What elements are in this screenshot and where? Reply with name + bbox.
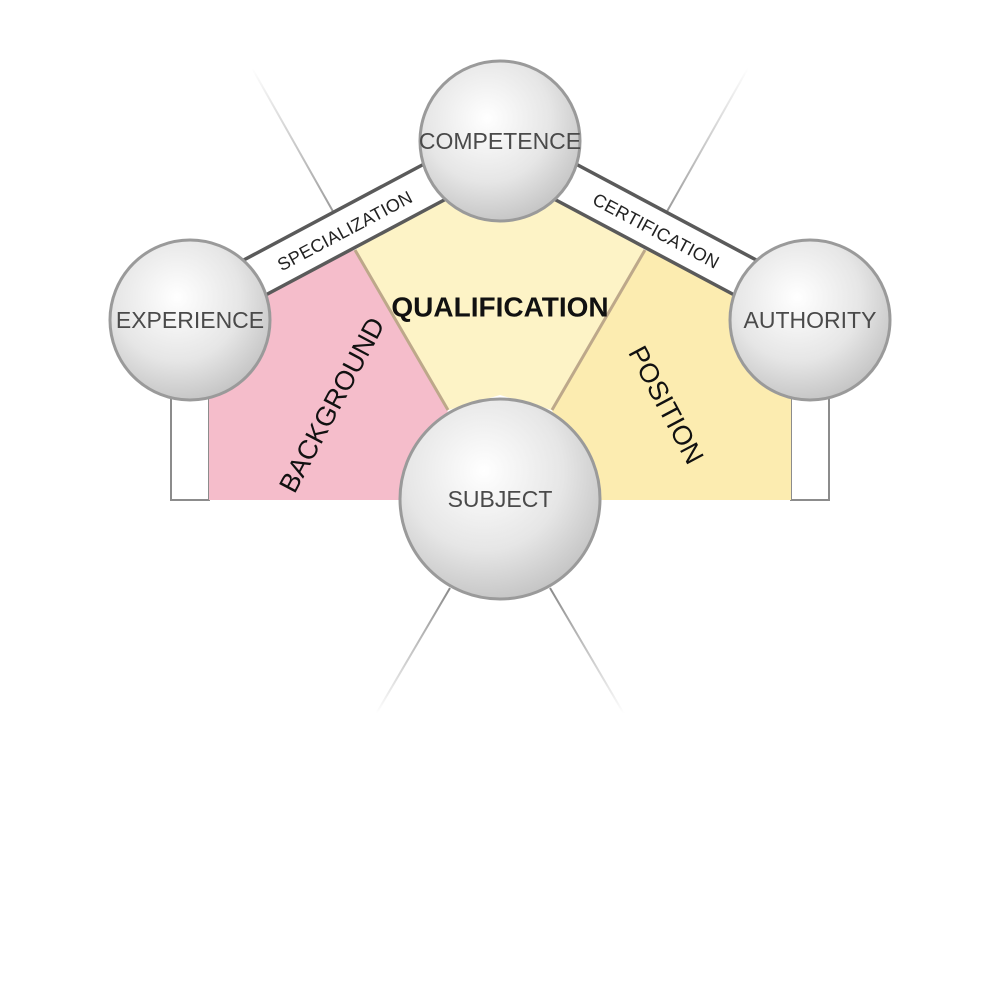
qualification-region [355, 196, 645, 410]
guide-line-upper-left [251, 67, 336, 216]
qualification-label: QUALIFICATION [391, 292, 608, 323]
node-subject: SUBJECT [398, 397, 602, 601]
authority-sphere [728, 238, 892, 402]
authority-label: AUTHORITY [744, 307, 877, 333]
divider-left [353, 249, 450, 411]
node-authority: AUTHORITY [728, 238, 892, 402]
guide-line-upper-right [664, 67, 749, 216]
node-experience: EXPERIENCE [108, 238, 272, 402]
guide-line-lower-left [375, 587, 451, 715]
leg-frame-right [790, 395, 830, 501]
subject-label: SUBJECT [448, 486, 553, 512]
divider-right [550, 249, 647, 411]
experience-sphere [108, 238, 272, 402]
leg-frame-left [170, 395, 210, 501]
guide-line-lower-right [549, 587, 625, 715]
experience-label: EXPERIENCE [116, 307, 264, 333]
node-competence: COMPETENCE [418, 59, 582, 223]
competence-sphere [418, 59, 582, 223]
competence-label: COMPETENCE [419, 128, 581, 154]
subject-sphere [398, 397, 602, 601]
